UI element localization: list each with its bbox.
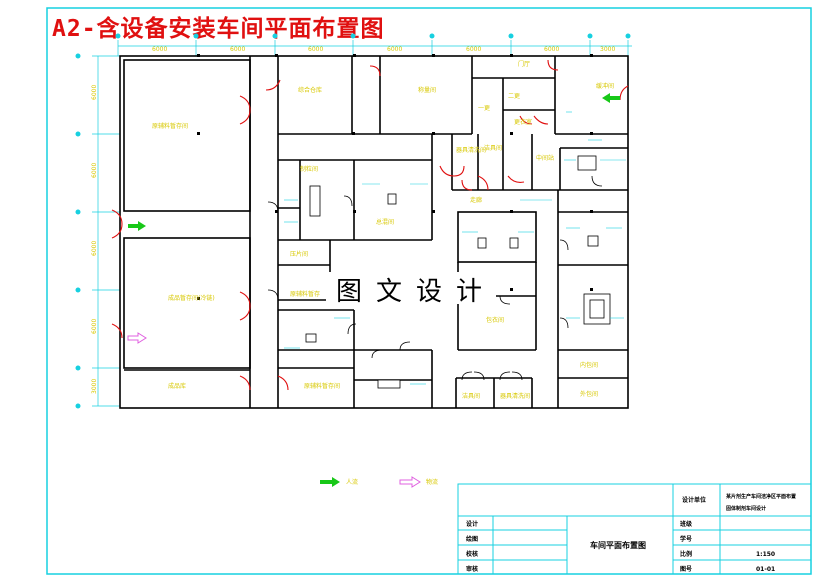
- tb-right-1: 班级: [680, 520, 692, 528]
- room-label-3: 称量间: [418, 86, 436, 94]
- dim-left-2: 6000: [91, 163, 98, 178]
- watermark-text: 图文设计: [336, 277, 496, 307]
- tb-right-3: 比例: [680, 550, 692, 558]
- title-block: [457, 483, 812, 575]
- room-label-9: 缓冲间: [596, 82, 614, 90]
- tb-design-unit: 某片剂生产车间洁净区平面布置: [725, 493, 796, 500]
- room-label-12: 器具清洗间: [456, 146, 486, 154]
- dim-top-1: 6000: [152, 46, 167, 53]
- room-label-6: 门厅: [518, 60, 530, 68]
- tb-left-1: 设计: [466, 520, 478, 528]
- dim-left-1: 6000: [91, 85, 98, 100]
- tb-drawing-name: 车间平面布置图: [590, 540, 646, 550]
- room-label-7: 一更: [478, 105, 490, 112]
- room-label-13: 中间站: [536, 154, 554, 162]
- room-label-4: 成品暂存间(冷链): [168, 294, 215, 302]
- page-title: A2-含设备安装车间平面布置图: [52, 16, 385, 42]
- room-labels: 原辅料暂存间 综合仓库 称量间 成品暂存间(冷链) 成品库 门厅 一更 二更 缓…: [152, 60, 614, 400]
- room-label-18: 原辅料暂存: [290, 290, 320, 298]
- tb-left-4: 审核: [466, 565, 478, 573]
- left-axis-bubbles: [75, 53, 81, 409]
- room-label-8: 二更: [508, 93, 520, 100]
- personnel-flow-arrow-2: [602, 93, 620, 103]
- interior-dims: [284, 111, 626, 385]
- personnel-flow-arrow: [128, 221, 146, 231]
- room-label-19: 包衣间: [486, 316, 504, 324]
- legend-out-label: 物流: [426, 478, 438, 486]
- top-dimensions: [117, 40, 632, 56]
- room-label-16: 走廊: [470, 196, 482, 204]
- dim-left-4: 6000: [91, 319, 98, 334]
- room-label-14: 制粒间: [300, 165, 318, 173]
- flow-arrows: [127, 93, 620, 344]
- top-axis-bubbles: [115, 33, 631, 39]
- material-flow-arrow: [127, 332, 147, 344]
- doors: [111, 59, 629, 391]
- room-label-23: 洁具间: [462, 392, 480, 400]
- dim-top-5: 6000: [466, 46, 481, 53]
- left-dimensions: [92, 55, 120, 407]
- legend: 人流 物流: [320, 476, 438, 488]
- column-marks: [197, 54, 593, 300]
- equipment: [305, 155, 611, 389]
- tb-drawing-no: 01-01: [756, 566, 775, 573]
- title-block-text: 设计单位 某片剂生产车间洁净区平面布置 固体制剂车间设计 车间平面布置图 设计 …: [466, 493, 796, 573]
- left-dimension-labels: 6000 6000 6000 6000 3000: [91, 85, 98, 394]
- watermark-box: [326, 272, 496, 304]
- dim-top-3: 6000: [308, 46, 323, 53]
- walls: [119, 55, 629, 409]
- tb-right-2: 学号: [680, 535, 692, 543]
- room-label-1: 原辅料暂存间: [152, 122, 188, 130]
- tb-scale: 1:150: [756, 551, 775, 558]
- dim-top-6: 6000: [544, 46, 559, 53]
- dim-left-3: 6000: [91, 241, 98, 256]
- tb-right-4: 图号: [680, 565, 692, 573]
- room-label-15: 总混间: [376, 218, 394, 226]
- tb-left-2: 绘图: [466, 535, 478, 543]
- dim-top-4: 6000: [387, 46, 402, 53]
- drawing-frame: [46, 7, 812, 575]
- tb-project: 固体制剂车间设计: [726, 505, 766, 512]
- room-label-24: 器具清洗间: [500, 392, 530, 400]
- dim-top-2: 6000: [230, 46, 245, 53]
- room-label-20: 内包间: [580, 361, 598, 369]
- top-dimension-labels: 6000 6000 6000 6000 6000 6000 3000: [152, 46, 615, 53]
- tb-design-unit-label: 设计单位: [682, 496, 706, 504]
- room-label-10: 更衣室: [514, 118, 532, 126]
- room-label-17: 压片间: [290, 250, 308, 258]
- legend-in-label: 人流: [346, 478, 358, 486]
- room-label-11: 洁具间: [484, 144, 502, 152]
- dim-top-7: 3000: [600, 46, 615, 53]
- room-label-21: 外包间: [580, 390, 598, 398]
- tb-left-3: 校核: [466, 550, 478, 558]
- dim-left-5: 3000: [91, 379, 98, 394]
- room-label-22: 原辅料暂存间: [304, 382, 340, 390]
- room-label-2: 综合仓库: [298, 86, 322, 94]
- room-label-5: 成品库: [168, 382, 186, 390]
